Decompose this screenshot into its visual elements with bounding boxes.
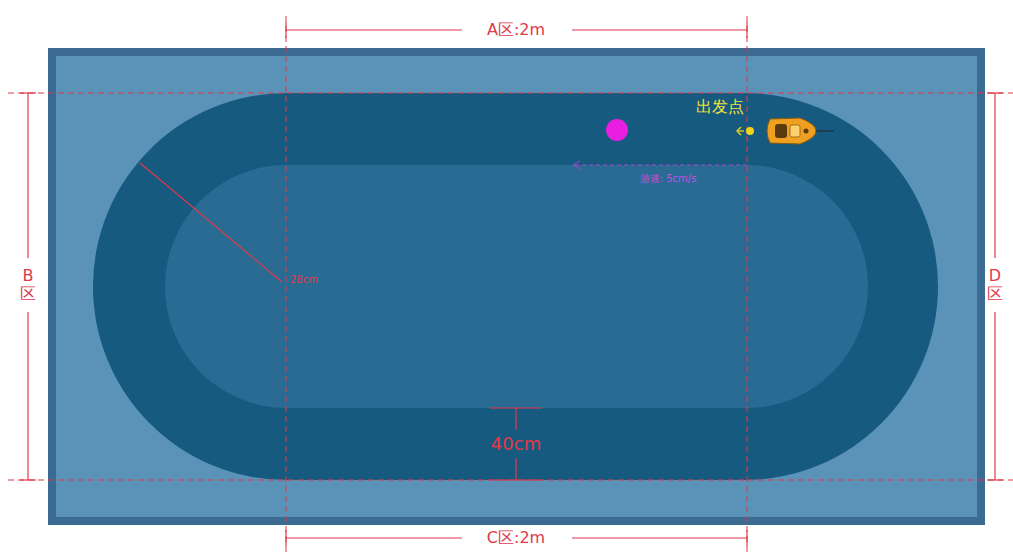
flow-arrow xyxy=(573,161,747,169)
radius-dimension: 28cm xyxy=(287,274,321,286)
zone-label: D区 xyxy=(985,264,1005,305)
zone-label: C区:2m xyxy=(484,528,548,547)
track-inner xyxy=(165,165,868,408)
obstacle-ball xyxy=(606,119,628,141)
zone-label: B区 xyxy=(18,264,38,305)
track-outer xyxy=(93,93,938,480)
boat xyxy=(767,118,834,144)
start-arrow xyxy=(737,127,744,135)
start-label: 出发点 xyxy=(693,97,747,116)
start-dot xyxy=(746,127,754,135)
zone-label: A区:2m xyxy=(484,20,548,39)
dimension-lines xyxy=(20,22,1003,546)
pool-frame xyxy=(52,52,981,521)
zone-dashed-lines xyxy=(8,16,1013,556)
width-dimension: 40cm xyxy=(488,433,544,455)
flow-speed-label: 游速: 5cm/s xyxy=(637,173,700,185)
